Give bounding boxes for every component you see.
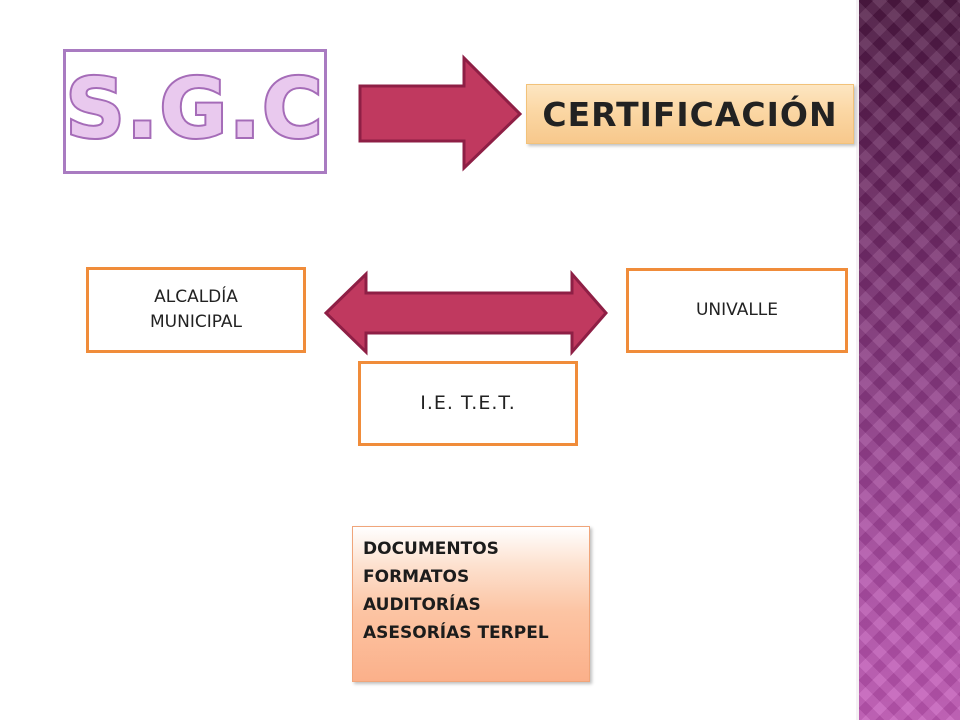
alcaldia-label-line2: MUNICIPAL: [150, 312, 242, 332]
alcaldia-label-line1: ALCALDÍA: [154, 287, 238, 307]
double-arrow-icon: [323, 269, 608, 357]
decorative-side-band: [856, 0, 960, 720]
documents-item: FORMATOS: [363, 567, 470, 587]
documents-item: DOCUMENTOS: [363, 539, 499, 559]
univalle-label: UNIVALLE: [695, 300, 779, 320]
node-iet: I.E. T.E.T.: [358, 361, 578, 446]
sgc-title-box: S.G.C: [63, 49, 327, 174]
node-alcaldia-municipal: ALCALDÍA MUNICIPAL: [86, 267, 306, 353]
iet-label: I.E. T.E.T.: [420, 392, 516, 414]
documents-list-box: DOCUMENTOS FORMATOS AUDITORÍAS ASESORÍAS…: [352, 526, 590, 682]
certification-banner: CERTIFICACIÓN: [526, 84, 854, 144]
documents-item: ASESORÍAS TERPEL: [363, 623, 549, 643]
documents-item: AUDITORÍAS: [363, 595, 481, 615]
node-univalle: UNIVALLE: [626, 268, 848, 353]
side-band-edge: [856, 0, 859, 720]
right-arrow-icon: [358, 54, 523, 172]
certification-label: CERTIFICACIÓN: [542, 94, 838, 134]
sgc-title: S.G.C: [64, 61, 325, 157]
